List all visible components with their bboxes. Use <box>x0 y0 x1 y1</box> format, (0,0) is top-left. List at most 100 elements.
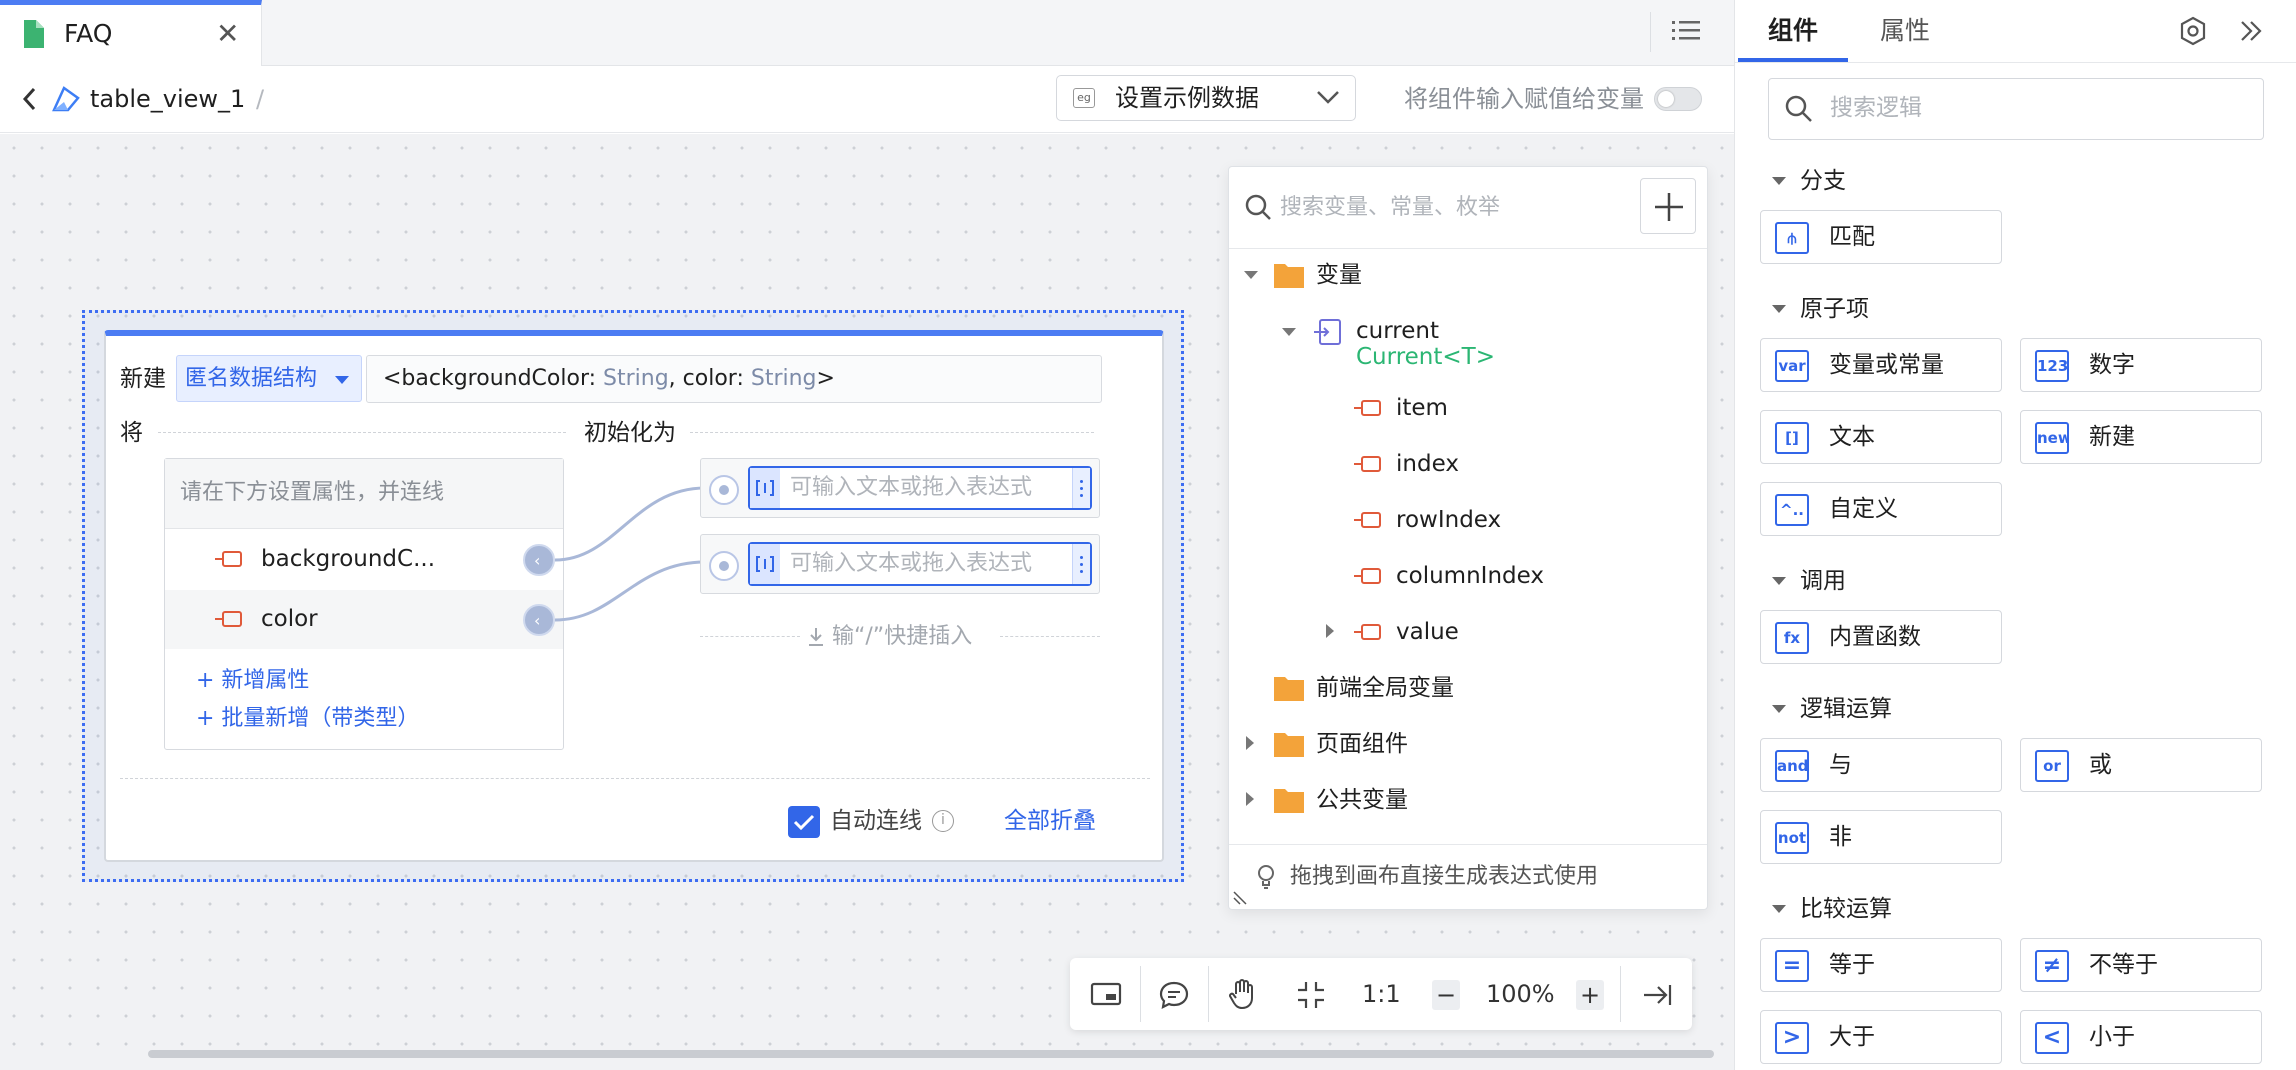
variable-search-input[interactable] <box>1280 190 1610 224</box>
more-icon[interactable] <box>1072 544 1090 584</box>
batch-add-link[interactable]: + 批量新增（带类型） <box>196 706 420 731</box>
collapse-all-link[interactable]: 全部折叠 <box>1004 808 1096 834</box>
collapse-panel-button[interactable] <box>1640 178 1696 234</box>
chevron-down-icon <box>1315 88 1341 106</box>
folder-icon <box>1274 675 1304 701</box>
drag-hint: 拖拽到画布直接生成表达式使用 <box>1290 864 1599 889</box>
tree-item[interactable]: columnIndex <box>1396 563 1544 589</box>
active-tab-indicator <box>1738 58 1848 62</box>
arrow-to-right-icon[interactable] <box>1642 982 1672 1008</box>
folder-icon <box>1274 731 1304 757</box>
caret-right-icon[interactable] <box>1246 792 1254 806</box>
property-name: backgroundC... <box>261 546 436 572</box>
sample-data-label: 设置示例数据 <box>1115 84 1259 112</box>
tree-folder-label[interactable]: 公共变量 <box>1316 787 1408 813</box>
tree-item[interactable]: rowIndex <box>1396 507 1502 533</box>
tree-folder-label[interactable]: 页面组件 <box>1316 731 1408 757</box>
or-icon: or <box>2035 750 2069 782</box>
expression-input[interactable]: 可输入文本或拖入表达式 <box>748 466 1092 510</box>
toolbar-divider <box>1620 966 1621 1022</box>
minimap-icon[interactable] <box>1090 980 1122 1008</box>
input-port[interactable] <box>709 475 739 505</box>
expression-input[interactable]: 可输入文本或拖入表达式 <box>748 542 1092 586</box>
tree-item-current[interactable]: current <box>1356 318 1439 344</box>
field-icon <box>1354 623 1382 641</box>
caret-down-icon[interactable] <box>1282 328 1296 336</box>
logic-card-match[interactable]: ⫛匹配 <box>1760 210 2002 264</box>
add-property-link[interactable]: + 新增属性 <box>196 668 310 693</box>
auto-link-label: 自动连线 <box>830 808 922 834</box>
breadcrumb-separator: / <box>256 85 265 113</box>
resize-handle-icon[interactable] <box>1232 890 1248 906</box>
double-chevron-right-icon[interactable] <box>2238 18 2264 44</box>
divider <box>158 432 566 433</box>
caret-right-icon[interactable] <box>1326 624 1334 638</box>
tree-folder-label[interactable]: 前端全局变量 <box>1316 675 1454 701</box>
folder-icon <box>1274 262 1304 288</box>
logic-card-equal[interactable]: =等于 <box>1760 938 2002 992</box>
info-icon[interactable]: i <box>932 810 954 832</box>
struct-select[interactable]: 匿名数据结构 <box>176 355 362 402</box>
assign-label: 将组件输入赋值给变量 <box>1404 85 1644 113</box>
insert-icon <box>806 626 826 648</box>
settings-icon[interactable] <box>2178 16 2208 46</box>
caret-right-icon[interactable] <box>1246 736 1254 750</box>
connection-port[interactable]: ‹ <box>523 604 555 636</box>
folder-icon <box>1274 787 1304 813</box>
tab-components[interactable]: 组件 <box>1768 16 1819 45</box>
fit-view-icon[interactable] <box>1296 980 1326 1010</box>
logic-search-input[interactable] <box>1830 90 2230 126</box>
actual-size-button[interactable]: 1:1 <box>1362 980 1401 1008</box>
property-row[interactable]: color ‹ <box>165 590 563 649</box>
back-icon[interactable] <box>22 86 38 112</box>
logic-card-greater[interactable]: >大于 <box>1760 1010 2002 1064</box>
zoom-out-button[interactable]: − <box>1432 980 1460 1010</box>
property-row[interactable]: backgroundC... ‹ <box>165 530 563 589</box>
zoom-in-button[interactable]: + <box>1576 980 1604 1010</box>
equal-icon: = <box>1775 950 1809 982</box>
more-icon[interactable] <box>1072 468 1090 508</box>
document-icon <box>22 20 44 48</box>
input-port[interactable] <box>709 551 739 581</box>
logic-search-box[interactable] <box>1768 78 2264 140</box>
expression-slot[interactable]: 可输入文本或拖入表达式 <box>700 534 1100 594</box>
close-icon[interactable]: ✕ <box>216 17 240 50</box>
comment-icon[interactable] <box>1158 980 1190 1010</box>
var-icon: var <box>1775 350 1809 382</box>
logic-card-less[interactable]: <小于 <box>2020 1010 2262 1064</box>
logic-card-not-equal[interactable]: ≠不等于 <box>2020 938 2262 992</box>
list-icon[interactable] <box>1672 18 1700 44</box>
tab-faq[interactable]: FAQ ✕ <box>0 0 262 66</box>
tree-item[interactable]: index <box>1396 451 1459 477</box>
search-icon <box>1784 94 1814 124</box>
slash-insert-hint: 输“/”快捷插入 <box>832 624 973 649</box>
logic-card-text[interactable]: []文本 <box>1760 410 2002 464</box>
assign-toggle[interactable] <box>1654 87 1702 111</box>
divider <box>1229 248 1707 249</box>
logic-card-custom[interactable]: ^..自定义 <box>1760 482 2002 536</box>
struct-type-field[interactable]: <backgroundColor: String, color: String> <box>366 355 1102 403</box>
expression-slot[interactable]: 可输入文本或拖入表达式 <box>700 458 1100 518</box>
hand-icon[interactable] <box>1228 978 1258 1010</box>
tree-item[interactable]: item <box>1396 395 1448 421</box>
tab-properties[interactable]: 属性 <box>1880 16 1931 45</box>
less-than-icon: < <box>2035 1022 2069 1054</box>
tree-folder-label[interactable]: 变量 <box>1316 262 1362 288</box>
text-icon <box>750 544 780 584</box>
caret-down-icon[interactable] <box>1244 271 1258 279</box>
tab-divider <box>1650 12 1651 52</box>
sample-data-select[interactable]: eg 设置示例数据 <box>1056 75 1356 121</box>
auto-link-checkbox[interactable] <box>788 806 820 838</box>
expression-placeholder: 可输入文本或拖入表达式 <box>790 551 1033 576</box>
tree-item[interactable]: value <box>1396 619 1459 645</box>
horizontal-scrollbar[interactable] <box>148 1050 1714 1058</box>
breadcrumb[interactable]: table_view_1 <box>90 85 246 113</box>
connection-port[interactable]: ‹ <box>523 544 555 576</box>
